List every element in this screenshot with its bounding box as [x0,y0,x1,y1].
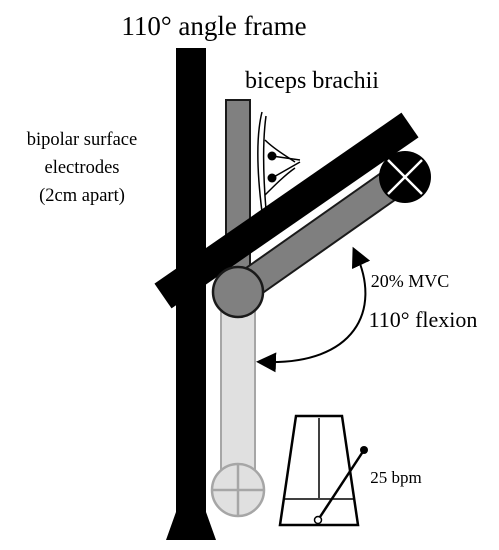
surface-electrodes [267,151,301,183]
electrodes-label: bipolar surface electrodes (2cm apart) [27,130,137,206]
svg-text:(2cm apart): (2cm apart) [39,186,125,206]
metronome-label: 25 bpm [370,468,421,487]
biceps-muscle-outline [257,111,296,213]
muscle-label: biceps brachii [245,68,379,94]
flexion-range-arrow [256,246,371,373]
metronome-icon [278,414,368,527]
svg-text:electrodes: electrodes [45,158,120,178]
flexion-label: 110° flexion [369,307,478,332]
svg-text:bipolar surface: bipolar surface [27,130,137,150]
load-label: 20% MVC [371,271,450,291]
load-grip-icon [379,151,431,203]
angle-frame-diagonal-bar [154,112,419,309]
forearm-rest-position [210,297,266,518]
elbow-joint [211,265,265,319]
diagram-title: 110° angle frame [121,11,306,41]
